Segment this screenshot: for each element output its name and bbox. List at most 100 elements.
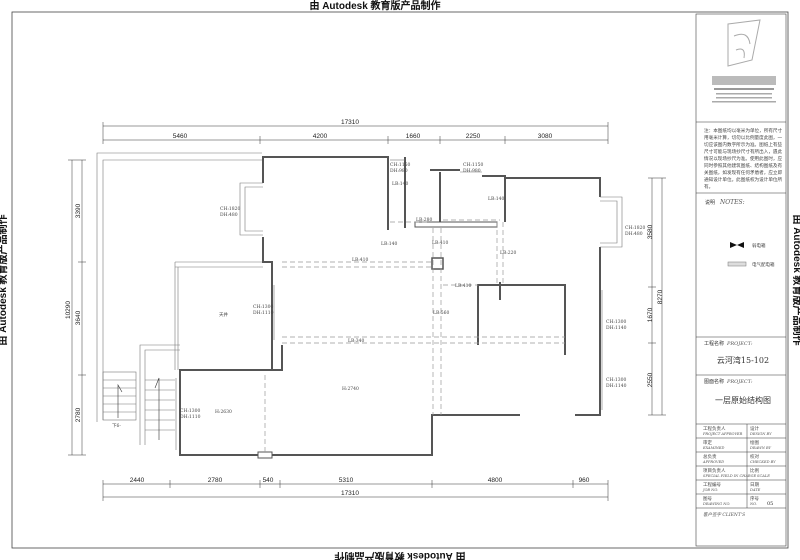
title_block-rows-3-b_en-text: SCALE (757, 474, 770, 478)
dimensions-top_total-text: 17310 (341, 119, 359, 126)
title_block-client_sign-text: 客户签字 CLIENT'S (703, 512, 745, 518)
distribution-box-icon (727, 261, 747, 267)
title_block-legend-1-label-text: 电气配电箱 (752, 261, 775, 268)
title_block-rows-5-b-text: 序号 (750, 495, 759, 502)
title_block-rows-2-b-text: 校对 (750, 453, 759, 460)
plan_labels-lb_560-text: LB:560 (433, 310, 450, 316)
title_block-project_name-text: 云河湾15-102 (717, 355, 769, 365)
plan_labels-win_right_a-1-text: DH:1140 (606, 325, 627, 331)
title_block-rows-1-b-text: 绘图 (750, 439, 759, 446)
plan_labels-win_right_a-0-text: CH:1300 (606, 319, 626, 325)
dimensions-left-2-text: 2780 (75, 407, 82, 422)
dimensions-top-4-text: 3080 (538, 133, 553, 140)
title_block-rows-2-a-text: 总负责 (703, 453, 717, 460)
plan_labels-win_mid_left-1-text: DH:1110 (253, 310, 274, 316)
dimensions-right-1-text: 1670 (647, 307, 654, 322)
dimensions-top-2-text: 1660 (406, 133, 421, 140)
title_block-drawing_name-text: 一层原始结构图 (715, 395, 771, 405)
walls (179, 156, 601, 459)
plan_labels-lb_140a-text: LB:140 (392, 181, 409, 187)
plan_labels-lb_280-text: LB:280 (416, 217, 433, 223)
title_block-rows-0-b-text: 设计 (750, 425, 759, 432)
plan_labels-h_2740-text: H:2740 (342, 386, 359, 392)
plan_labels-lb_140b-text: LB:140 (488, 196, 505, 202)
title_block-drawing_label_en-text: PROJECT: (726, 379, 753, 385)
title_block-rows-1-a_en-text: EXAMINED (702, 446, 725, 450)
plan_labels-lb_220-text: LB:220 (500, 250, 517, 256)
plan_labels-win_left_top-1-text: DH:480 (220, 212, 238, 218)
stairs: 下6- (102, 371, 175, 440)
title_block-rows-2-a_en-text: APPROVED (702, 460, 724, 464)
title_block-rows-1-a-text: 审定 (703, 439, 712, 446)
plan_labels-win_top_a-0-text: CH:1150 (390, 162, 410, 168)
watermark-left: 由 Autodesk 教育版产品制作 (0, 214, 9, 345)
column (431, 257, 444, 270)
title_block-rows-3-a_en-text: SPECIAL FIELD IN CHARGE (703, 474, 757, 478)
dimensions-right-0-text: 3580 (647, 224, 654, 239)
dimensions-top-3-text: 2250 (466, 133, 481, 140)
dimensions-top-0-text: 5460 (173, 133, 188, 140)
title_block-project_label_en-text: PROJECT: (726, 341, 753, 347)
title_block-drawing_label-text: 图面名称 (704, 378, 724, 385)
sheet-number: 05 (767, 501, 773, 507)
plan_labels-lb_140c-text: LB:140 (381, 241, 398, 247)
plan_labels-win_mid_left-0-text: CH:1300 (253, 304, 273, 310)
plan_labels-win_low_left-0-text: CH:1300 (180, 408, 200, 414)
title_block-rows-4-a_en-text: JOB NO. (702, 488, 718, 492)
dimensions-bottom-0-text: 2440 (130, 477, 145, 484)
title-block-frame (695, 13, 787, 547)
title_block-rows-0-a_en-text: PROJECT APPROVER (702, 432, 743, 436)
dimensions-bottom-2-text: 540 (263, 477, 274, 484)
dimensions-left-1-text: 3640 (75, 310, 82, 325)
plan-labels: CH:1820 DH:480 CH:1150 DH:980 CH:1150 DH… (180, 162, 645, 420)
dimensions-right_total-text: 8270 (657, 289, 664, 304)
title_block-rows-3-b-text: 比例 (750, 467, 759, 474)
title_block-rows-5-a_en-text: DRAWING NO. (702, 502, 730, 506)
title-block: 说明 NOTES: 弱电箱 电气配电箱 工程名称 PROJECT: 云河湾15-… (696, 19, 786, 518)
dimensions-left-0-text: 3390 (75, 203, 82, 218)
company-logo (712, 19, 776, 103)
title_block-notes_label-text: 说明 (705, 199, 715, 206)
watermark-bottom: 由 Autodesk 教育版产品制作 (334, 550, 465, 560)
outer-frame (11, 11, 789, 549)
dimensions-bottom-1-text: 2780 (208, 477, 223, 484)
terrace-outline (96, 152, 263, 445)
plan_labels-win_right_top-1-text: DH:480 (625, 231, 643, 237)
windows (175, 159, 623, 450)
title_block-rows-3-a-text: 项目负责人 (703, 467, 726, 474)
plan_labels-win_right_top-0-text: CH:1820 (625, 225, 645, 231)
plan_labels-win_top_a-1-text: DH:980 (390, 168, 408, 174)
title_block-rows-0-b_en-text: DESIGN BY (749, 432, 772, 436)
dimensions-bottom-4-text: 4800 (488, 477, 503, 484)
title_block-rows-5-a-text: 图号 (703, 496, 712, 502)
title_block-rows-1-b_en-text: DRAWN BY (749, 446, 772, 450)
title_block-project_label-text: 工程名称 (704, 340, 724, 347)
title_block-rows-5-b_en-text: NO. (749, 502, 757, 506)
dimensions-bottom-5-text: 960 (579, 477, 590, 484)
top-dimensions: 17310 5460 4200 1660 2250 3080 (102, 119, 609, 144)
title_block-rows-4-a-text: 工程编号 (703, 481, 721, 488)
dimensions-bottom-3-text: 5310 (339, 477, 354, 484)
plan_labels-win_right_b-0-text: CH:1300 (606, 377, 626, 383)
dimensions-left_total-text: 10290 (65, 301, 72, 319)
plan_labels-win_left_top-0-text: CH:1820 (220, 206, 240, 212)
title_block-legend-0-label-text: 弱电箱 (752, 242, 766, 249)
title_block-rows-0-a-text: 工程负责人 (703, 425, 726, 432)
watermark-top: 由 Autodesk 教育版产品制作 (309, 0, 440, 12)
bottom-dimensions: 2440 2780 540 5310 4800 960 17310 (102, 477, 609, 501)
dimensions-bottom_total-text: 17310 (341, 490, 359, 497)
weak-current-box-icon (730, 242, 744, 248)
plan_labels-room_skylight-text: 天井 (219, 311, 228, 318)
title_block-notes_label_en-text: NOTES: (719, 199, 745, 206)
plan_labels-lb_410c-text: LB:410 (455, 283, 472, 289)
right-dimensions: 3580 1670 2550 8270 (647, 177, 666, 416)
plan_labels-lb_410b-text: LB:410 (352, 257, 369, 263)
plan_labels-lb_340-text: LB:340 (348, 338, 365, 344)
title_block-rows-2-b_en-text: CHECKED BY (750, 460, 776, 464)
plan_labels-win_low_left-1-text: DH:1110 (180, 414, 201, 420)
beam-lines (264, 219, 565, 452)
notes-text: 注：本图纸均以毫米为单位，所有尺寸用毫米计算，切勿以比例量度此图，一切应该图内数… (704, 129, 783, 190)
title_block-rows-4-b-text: 日期 (750, 482, 759, 488)
plan_labels-lb_410a-text: LB:410 (432, 240, 449, 246)
